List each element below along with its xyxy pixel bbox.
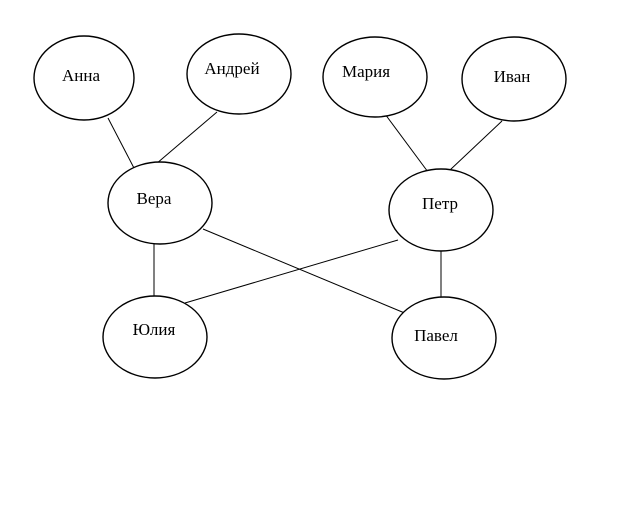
node-ivan-label: Иван xyxy=(494,67,531,86)
node-ivan-ellipse xyxy=(461,36,567,122)
node-yulia-label: Юлия xyxy=(133,320,176,339)
edge-maria-petr xyxy=(384,113,429,173)
node-petr: Петр xyxy=(388,168,494,252)
node-pavel: Павел xyxy=(391,296,497,380)
edge-anna-vera xyxy=(107,117,136,171)
node-vera-ellipse xyxy=(107,161,213,245)
node-yulia: Юлия xyxy=(102,295,208,379)
node-pavel-ellipse xyxy=(391,296,497,380)
edge-andrey-vera xyxy=(155,111,218,165)
node-andrey-ellipse xyxy=(186,33,292,115)
edges-layer xyxy=(107,111,503,315)
node-petr-label: Петр xyxy=(422,194,458,213)
node-anna: Анна xyxy=(33,35,135,121)
node-maria-ellipse xyxy=(322,36,428,118)
node-anna-label: Анна xyxy=(62,66,100,85)
edge-vera-pavel xyxy=(202,228,408,315)
edge-ivan-petr xyxy=(449,120,503,171)
node-ivan: Иван xyxy=(461,36,567,122)
node-maria-label: Мария xyxy=(342,62,390,81)
node-maria: Мария xyxy=(322,36,428,118)
node-andrey-label: Андрей xyxy=(204,59,259,78)
node-andrey: Андрей xyxy=(186,33,292,115)
node-pavel-label: Павел xyxy=(414,326,458,345)
nodes-layer: Анна Андрей Мария Иван Вера Петр Юлия xyxy=(33,33,567,380)
node-vera-label: Вера xyxy=(137,189,172,208)
edge-petr-yulia xyxy=(184,239,399,304)
node-vera: Вера xyxy=(107,161,213,245)
node-petr-ellipse xyxy=(388,168,494,252)
node-anna-ellipse xyxy=(33,35,135,121)
node-yulia-ellipse xyxy=(102,295,208,379)
